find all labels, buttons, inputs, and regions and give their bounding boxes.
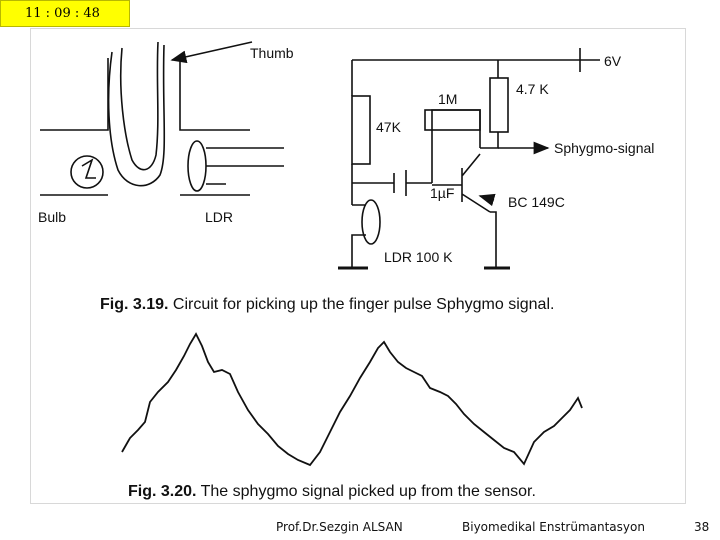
footer-course: Biyomedikal Enstrümantasyon (462, 520, 645, 534)
bulb-symbol (70, 155, 104, 189)
footer-page-number: 38 (694, 520, 710, 534)
caption-fig-3-19: Fig. 3.19. Circuit for picking up the fi… (100, 296, 554, 313)
label-1m: 1M (438, 91, 457, 107)
ldr-lens-symbol (187, 140, 207, 192)
label-4k7: 4.7 K (516, 81, 549, 97)
slide-frame (30, 28, 686, 504)
supply-rail (352, 48, 600, 72)
resistor-47k (351, 95, 371, 165)
label-1uf: 1µF (430, 185, 454, 201)
finger-holder-outline (40, 58, 250, 131)
sphygmo-waveform (121, 332, 583, 467)
label-6v: 6V (604, 53, 622, 69)
left-branch-wire (351, 60, 394, 205)
footer-author: Prof.Dr.Sezgin ALSAN (276, 520, 403, 534)
right-branch-wire (480, 60, 499, 149)
thumb-nail (119, 41, 159, 171)
transistor-emitter-arrow (478, 193, 496, 207)
label-bc149c: BC 149C (508, 194, 565, 210)
capacitor-1uf (393, 170, 432, 196)
ldr-leads (206, 147, 284, 185)
slide-timer: 11 : 09 : 48 (0, 0, 130, 27)
label-ldr: LDR (205, 209, 233, 225)
transistor-bc149c (432, 153, 491, 213)
feedback-wire (431, 109, 481, 183)
bulb-filament (81, 158, 96, 179)
ldr-sensor-symbol (361, 199, 381, 245)
label-ldr-100k: LDR 100 K (384, 249, 453, 265)
resistor-4k7 (489, 77, 509, 133)
ldr-branch-wire (351, 204, 366, 268)
label-bulb: Bulb (38, 209, 66, 225)
circuit-schematic (338, 48, 600, 270)
thumb-outline (107, 44, 166, 187)
thumb-pointer-line (170, 41, 253, 64)
caption-fig-3-20: Fig. 3.20. The sphygmo signal picked up … (128, 483, 536, 500)
label-47k: 47K (376, 119, 402, 135)
resistor-1m (424, 109, 481, 131)
label-sphygmo-signal: Sphygmo-signal (554, 140, 654, 156)
label-thumb: Thumb (250, 45, 294, 61)
finger-sensor-sketch (40, 41, 284, 196)
emitter-ground-wire (490, 211, 497, 268)
